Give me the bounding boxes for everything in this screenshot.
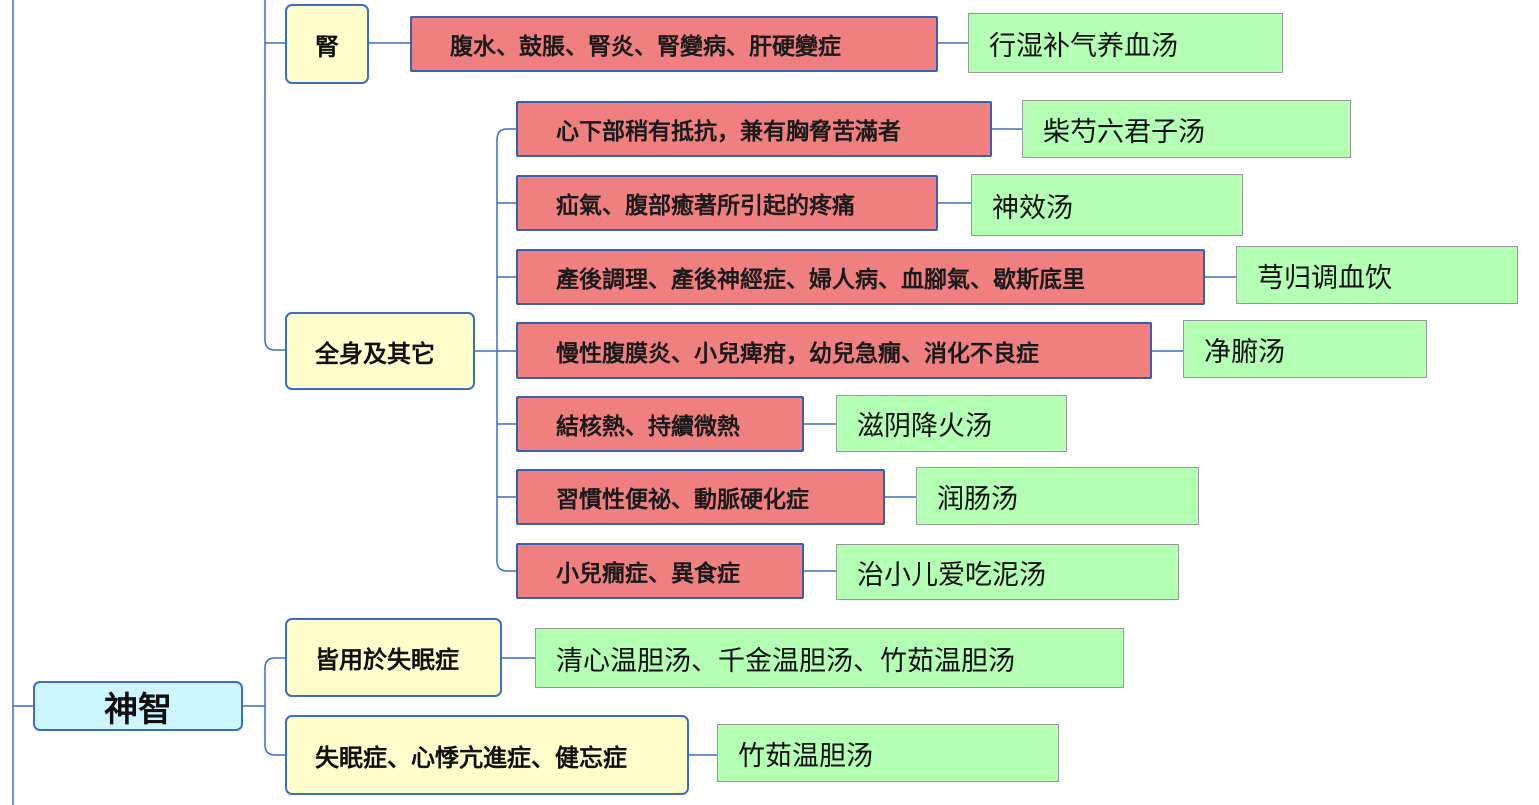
formula-5[interactable]: 滋阴降火汤 bbox=[836, 395, 1067, 452]
wholebody-bracket bbox=[496, 128, 516, 572]
symptom-1[interactable]: 心下部稍有抵抗，兼有胸脅苦滿者 bbox=[516, 101, 992, 157]
formula-3[interactable]: 芎归调血饮 bbox=[1236, 246, 1518, 304]
formula-1[interactable]: 柴芍六君子汤 bbox=[1022, 100, 1351, 158]
symptom-kidney[interactable]: 腹水、鼓脹、腎炎、腎變病、肝硬變症 bbox=[410, 16, 938, 72]
organ-bracket bbox=[264, 0, 285, 351]
symptom-6[interactable]: 習慣性便祕、動脈硬化症 bbox=[516, 469, 885, 525]
formula-insomnia[interactable]: 清心温胆汤、千金温胆汤、竹茹温胆汤 bbox=[535, 628, 1124, 688]
category-whole-body[interactable]: 全身及其它 bbox=[285, 312, 475, 390]
category-insomnia-palpitation[interactable]: 失眠症、心悸亢進症、健忘症 bbox=[285, 715, 689, 795]
wholebody-formula-links bbox=[804, 128, 1236, 572]
symptom-5[interactable]: 結核熱、持續微熱 bbox=[516, 396, 804, 452]
mind-formula-links bbox=[502, 657, 717, 756]
mind-bracket bbox=[264, 657, 285, 756]
symptom-3[interactable]: 產後調理、產後神經症、婦人病、血腳氣、歇斯底里 bbox=[516, 249, 1205, 305]
symptom-7[interactable]: 小兒癇症、異食症 bbox=[516, 543, 804, 599]
category-kidney[interactable]: 腎 bbox=[285, 4, 369, 84]
formula-2[interactable]: 神效汤 bbox=[971, 174, 1243, 236]
formula-kidney[interactable]: 行湿补气养血汤 bbox=[968, 13, 1283, 73]
symptom-4[interactable]: 慢性腹膜炎、小兒痺疳，幼兒急癇、消化不良症 bbox=[516, 322, 1152, 379]
formula-4[interactable]: 净腑汤 bbox=[1183, 320, 1427, 378]
main-node-mind[interactable]: 神智 bbox=[33, 681, 243, 731]
formula-insomnia-palpitation[interactable]: 竹茹温胆汤 bbox=[717, 724, 1059, 782]
formula-7[interactable]: 治小儿爱吃泥汤 bbox=[836, 544, 1179, 600]
symptom-2[interactable]: 疝氣、腹部癒著所引起的疼痛 bbox=[516, 175, 938, 231]
category-insomnia[interactable]: 皆用於失眠症 bbox=[285, 618, 502, 697]
formula-6[interactable]: 润肠汤 bbox=[916, 467, 1199, 525]
